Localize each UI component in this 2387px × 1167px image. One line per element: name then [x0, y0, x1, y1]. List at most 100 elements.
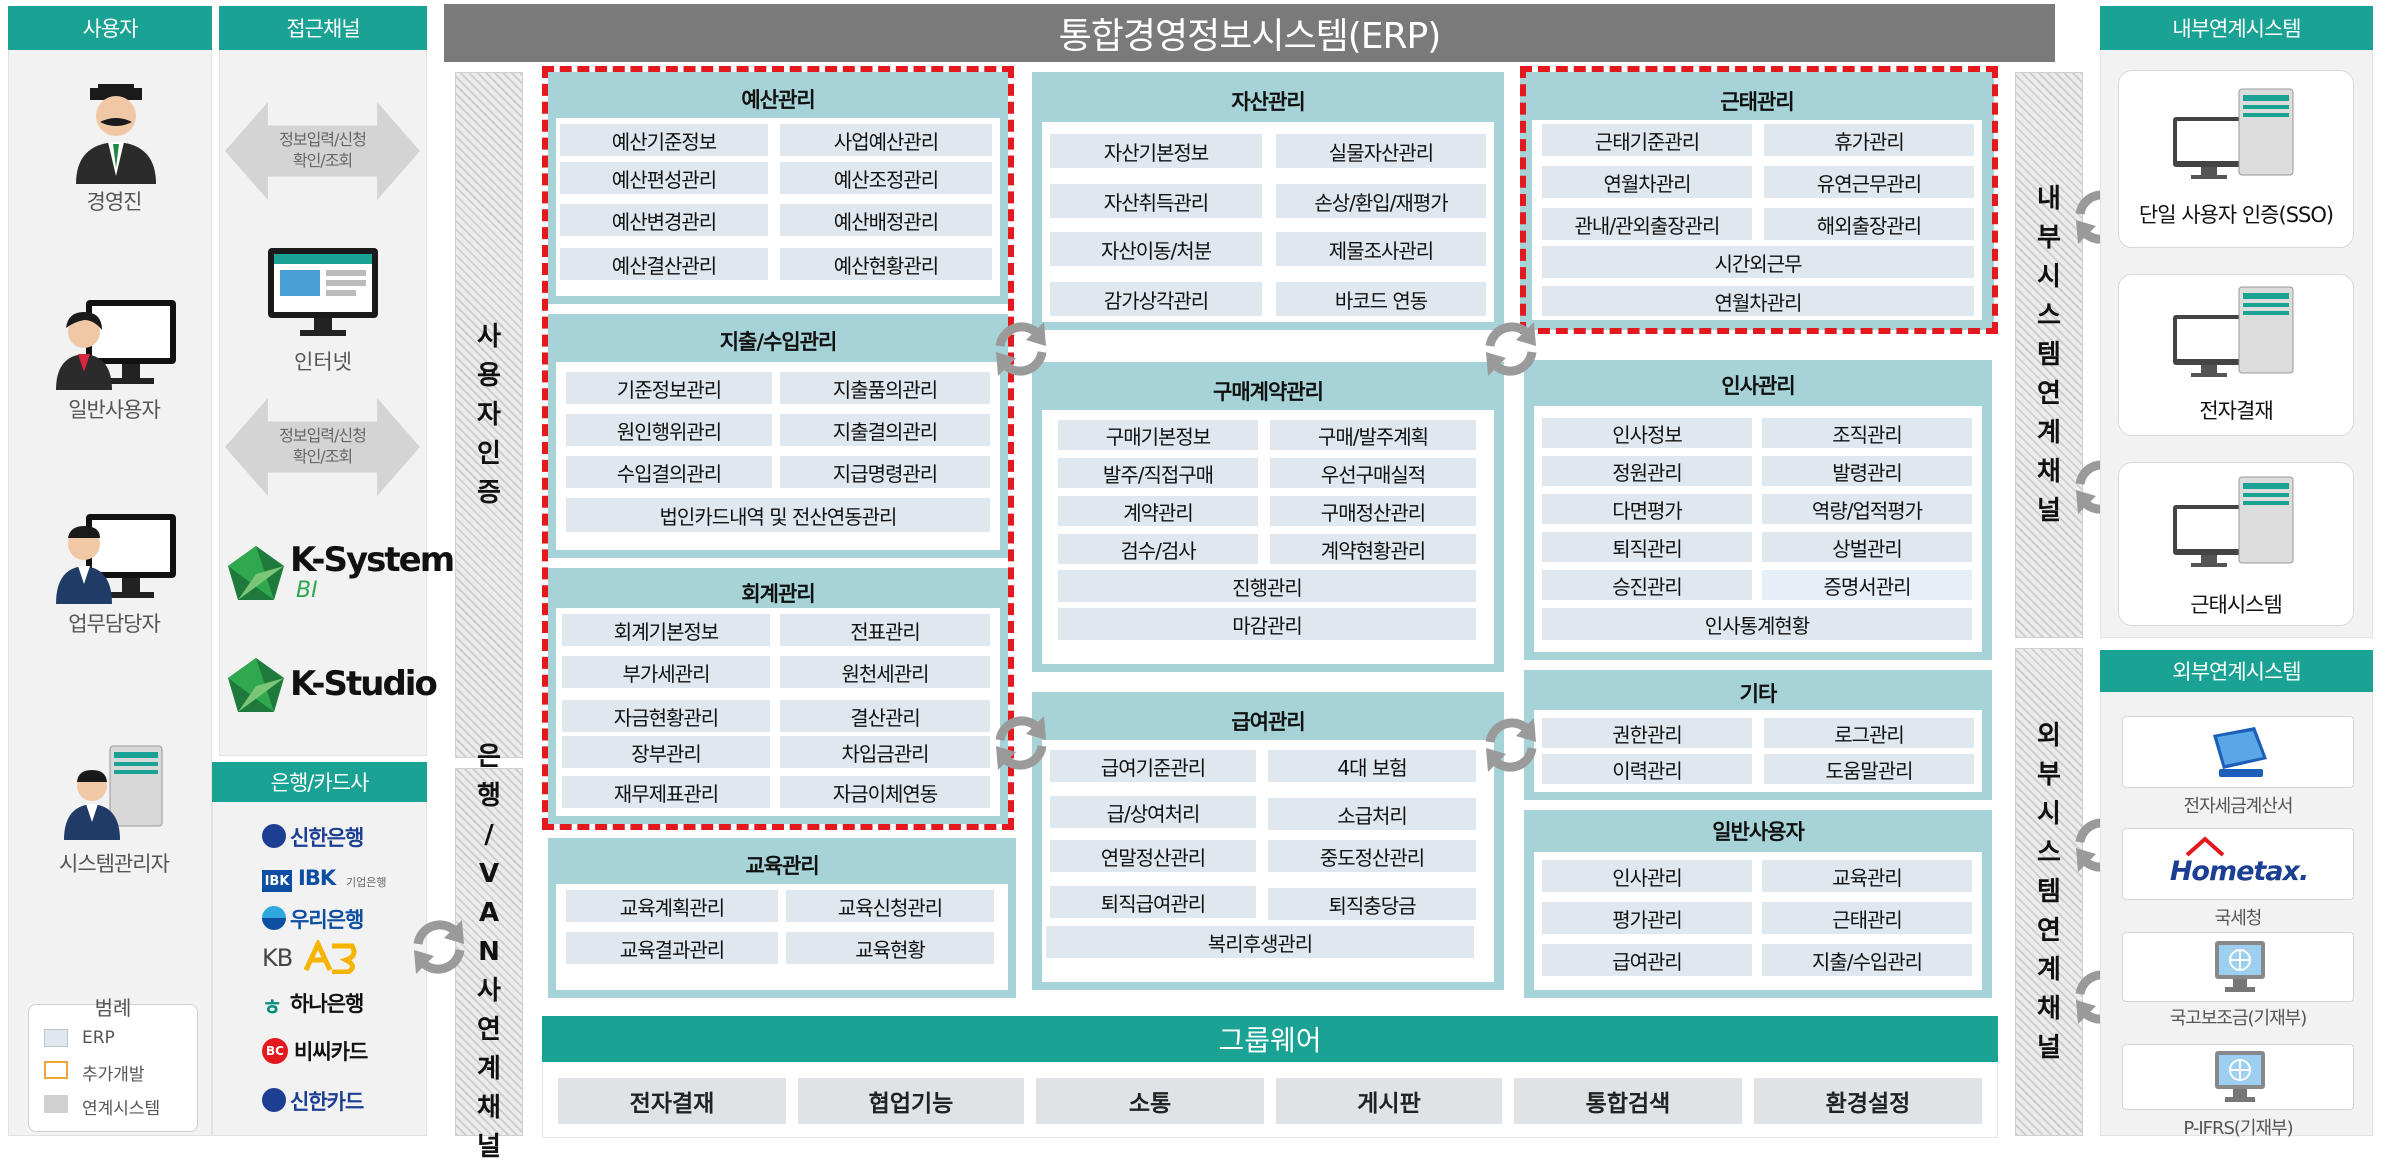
accounting-item[interactable]: 차입금관리: [780, 736, 990, 768]
education-item[interactable]: 교육신청관리: [786, 890, 994, 922]
sso-system-box[interactable]: 단일 사용자 인증(SSO): [2118, 70, 2354, 248]
payroll-item[interactable]: 중도정산관리: [1268, 840, 1476, 872]
payroll-item[interactable]: 4대 보험: [1268, 750, 1476, 782]
groupware-search[interactable]: 통합검색: [1514, 1078, 1742, 1124]
budget-item[interactable]: 예산현황관리: [780, 248, 992, 280]
purchase-item[interactable]: 구매정산관리: [1270, 496, 1476, 526]
attendance-item[interactable]: 유연근무관리: [1764, 166, 1974, 198]
payroll-item[interactable]: 퇴직급여관리: [1050, 886, 1256, 918]
purchase-item[interactable]: 계약현황관리: [1270, 534, 1476, 564]
purchase-item[interactable]: 계약관리: [1058, 496, 1258, 526]
etc-item[interactable]: 로그관리: [1764, 718, 1974, 748]
nts-system-box[interactable]: Hometax.: [2122, 828, 2354, 900]
education-item[interactable]: 교육결과관리: [566, 932, 778, 964]
budget-item[interactable]: 사업예산관리: [780, 124, 992, 156]
hr-item[interactable]: 발령관리: [1762, 456, 1972, 486]
etc-item[interactable]: 도움말관리: [1764, 754, 1974, 784]
education-item[interactable]: 교육현황: [786, 932, 994, 964]
general-user-item[interactable]: 급여관리: [1542, 944, 1752, 976]
budget-item[interactable]: 예산변경관리: [560, 204, 768, 236]
asset-item[interactable]: 바코드 연동: [1276, 282, 1486, 316]
expense-item[interactable]: 원인행위관리: [566, 414, 772, 446]
approval-system-box[interactable]: 전자결재: [2118, 274, 2354, 436]
general-user-item[interactable]: 평가관리: [1542, 902, 1752, 934]
groupware-approval[interactable]: 전자결재: [558, 1078, 786, 1124]
accounting-item[interactable]: 재무제표관리: [562, 776, 770, 808]
subsidy-system-box[interactable]: [2122, 932, 2354, 1002]
groupware-settings[interactable]: 환경설정: [1754, 1078, 1982, 1124]
hr-item[interactable]: 다면평가: [1542, 494, 1752, 524]
attendance-item[interactable]: 해외출장관리: [1764, 208, 1974, 240]
etc-item[interactable]: 이력관리: [1542, 754, 1752, 784]
accounting-item[interactable]: 결산관리: [780, 700, 990, 732]
groupware-board[interactable]: 게시판: [1276, 1078, 1502, 1124]
groupware-comm[interactable]: 소통: [1036, 1078, 1264, 1124]
expense-item[interactable]: 지출품의관리: [780, 372, 990, 404]
shinhan-bank-icon: [262, 824, 286, 848]
payroll-item[interactable]: 퇴직충당금: [1268, 888, 1476, 920]
hr-item[interactable]: 퇴직관리: [1542, 532, 1752, 562]
hr-item[interactable]: 상벌관리: [1762, 532, 1972, 562]
accounting-item[interactable]: 회계기본정보: [562, 614, 770, 646]
accounting-item[interactable]: 전표관리: [780, 614, 990, 646]
attendance-item[interactable]: 휴가관리: [1764, 124, 1974, 156]
budget-item[interactable]: 예산조정관리: [780, 162, 992, 194]
attendance-item[interactable]: 관내/관외출장관리: [1542, 208, 1752, 240]
attendance-item[interactable]: 근태기준관리: [1542, 124, 1752, 156]
budget-item[interactable]: 예산배정관리: [780, 204, 992, 236]
payroll-item[interactable]: 소급처리: [1268, 798, 1476, 830]
etax-system-box[interactable]: [2122, 716, 2354, 788]
purchase-item[interactable]: 구매/발주계획: [1270, 420, 1476, 450]
etc-item[interactable]: 권한관리: [1542, 718, 1752, 748]
purchase-item[interactable]: 구매기본정보: [1058, 420, 1258, 450]
asset-item[interactable]: 자산기본정보: [1050, 134, 1262, 168]
hr-item[interactable]: 인사통계현황: [1542, 608, 1972, 640]
expense-item[interactable]: 지출결의관리: [780, 414, 990, 446]
expense-item[interactable]: 법인카드내역 및 전산연동관리: [566, 498, 990, 532]
payroll-item[interactable]: 복리후생관리: [1046, 926, 1474, 958]
attendance-item[interactable]: 연월차관리: [1542, 286, 1974, 316]
attendance-item[interactable]: 시간외근무: [1542, 246, 1974, 278]
budget-item[interactable]: 예산편성관리: [560, 162, 768, 194]
hr-item[interactable]: 정원관리: [1542, 456, 1752, 486]
accounting-item[interactable]: 원천세관리: [780, 656, 990, 688]
budget-item[interactable]: 예산기준정보: [560, 124, 768, 156]
purchase-item[interactable]: 우선구매실적: [1270, 458, 1476, 488]
purchase-item[interactable]: 검수/검사: [1058, 534, 1258, 564]
accounting-item[interactable]: 자금이체연동: [780, 776, 990, 808]
expense-item[interactable]: 지급명령관리: [780, 456, 990, 488]
hr-item[interactable]: 승진관리: [1542, 570, 1752, 600]
general-user-item[interactable]: 교육관리: [1762, 860, 1972, 892]
expense-item[interactable]: 기준정보관리: [566, 372, 772, 404]
asset-item[interactable]: 손상/환입/재평가: [1276, 184, 1486, 218]
groupware-collab[interactable]: 협업기능: [798, 1078, 1024, 1124]
budget-item[interactable]: 예산결산관리: [560, 248, 768, 280]
education-item[interactable]: 교육계획관리: [566, 890, 778, 922]
purchase-item[interactable]: 진행관리: [1058, 570, 1476, 602]
payroll-item[interactable]: 급여기준관리: [1050, 750, 1256, 782]
attendance-system-box[interactable]: 근태시스템: [2118, 462, 2354, 626]
pifrs-system-box[interactable]: [2122, 1044, 2354, 1110]
erp-title-bar: 통합경영정보시스템(ERP): [444, 4, 2055, 62]
payroll-item[interactable]: 급/상여처리: [1050, 796, 1256, 828]
asset-item[interactable]: 감가상각관리: [1050, 282, 1262, 316]
asset-item[interactable]: 자산이동/처분: [1050, 232, 1262, 266]
general-user-item[interactable]: 인사관리: [1542, 860, 1752, 892]
attendance-item[interactable]: 연월차관리: [1542, 166, 1752, 198]
expense-item[interactable]: 수입결의관리: [566, 456, 772, 488]
purchase-item[interactable]: 마감관리: [1058, 608, 1476, 640]
general-user-item[interactable]: 지출/수입관리: [1762, 944, 1972, 976]
hr-item[interactable]: 역량/업적평가: [1762, 494, 1972, 524]
accounting-item[interactable]: 장부관리: [562, 736, 770, 768]
hr-item[interactable]: 인사정보: [1542, 418, 1752, 448]
purchase-item[interactable]: 발주/직접구매: [1058, 458, 1258, 488]
asset-item[interactable]: 자산취득관리: [1050, 184, 1262, 218]
asset-item[interactable]: 실물자산관리: [1276, 134, 1486, 168]
hr-item[interactable]: 조직관리: [1762, 418, 1972, 448]
asset-item[interactable]: 제물조사관리: [1276, 232, 1486, 266]
accounting-item[interactable]: 자금현황관리: [562, 700, 770, 732]
general-user-item[interactable]: 근태관리: [1762, 902, 1972, 934]
accounting-item[interactable]: 부가세관리: [562, 656, 770, 688]
hr-item[interactable]: 증명서관리: [1762, 570, 1972, 600]
payroll-item[interactable]: 연말정산관리: [1050, 840, 1256, 872]
